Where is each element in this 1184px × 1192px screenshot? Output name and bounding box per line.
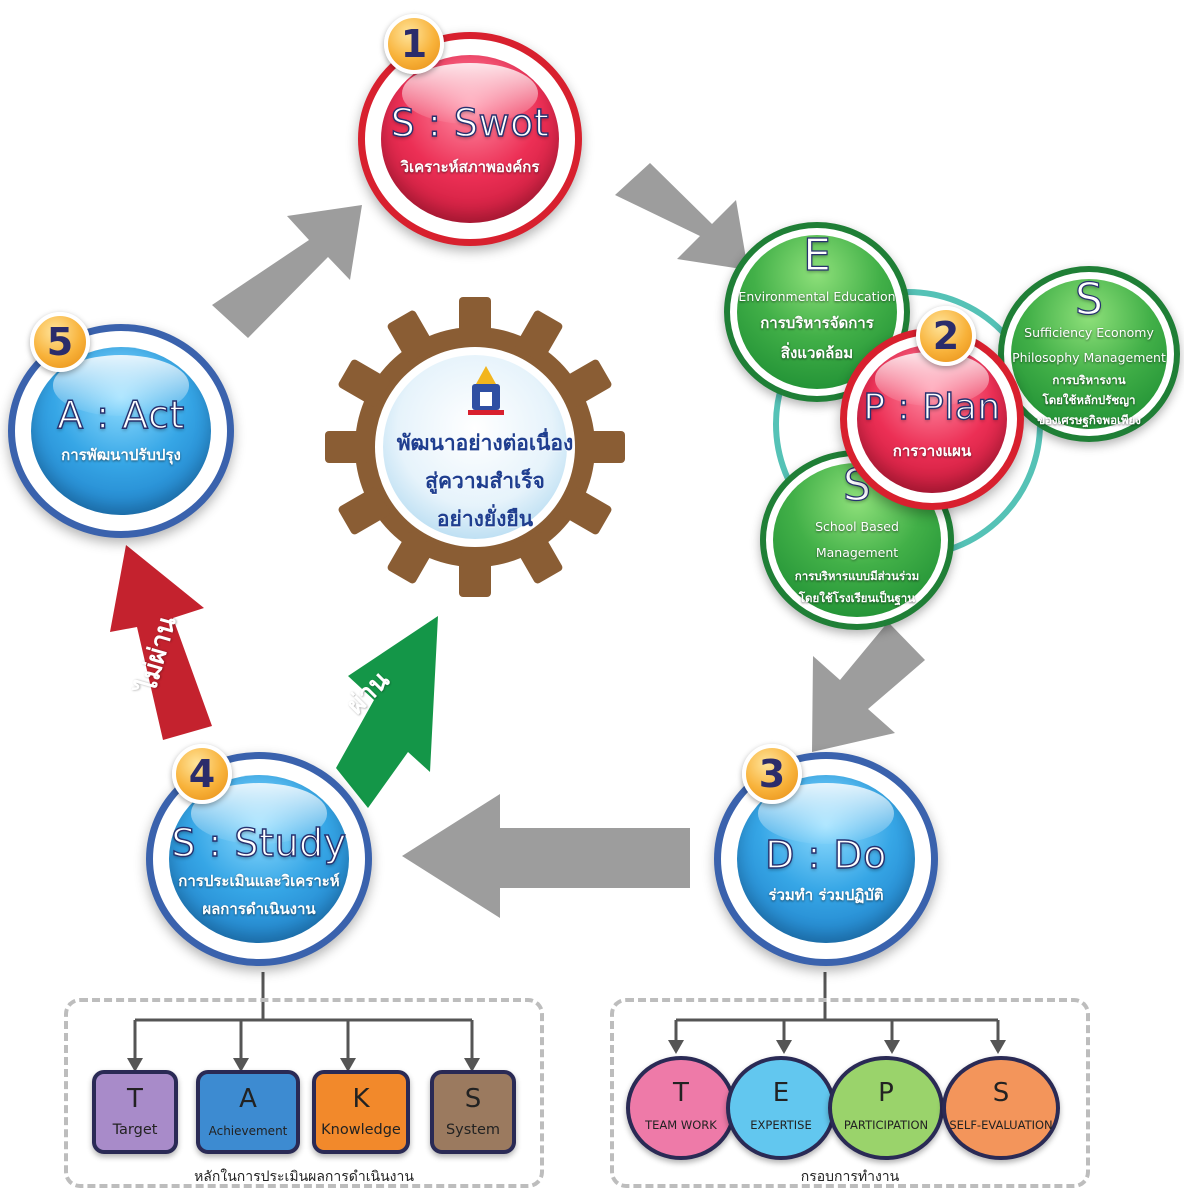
stage-number-5-badge: 5 [30,312,90,372]
gear-center-text: พัฒนาอย่างต่อเนื่อง สู่ความสำเร็จ อย่างย… [375,424,595,538]
stage-plan-subtitle: การวางแผน [892,442,972,460]
teps-participation-letter: P [878,1078,894,1108]
arrow-do-to-study [402,794,690,918]
center-line-2: สู่ความสำเร็จ [425,469,545,493]
arrow-pass [336,616,438,808]
teps-participation-word: PARTICIPATION [843,1118,929,1132]
plan-circle-sufficiency-thai-3: ของเศรษฐกิจพอเพียง [1037,413,1141,427]
stage-study-subtitle-1: การประเมินและวิเคราะห์ [178,872,340,890]
stage-swot-title: S : Swot [390,100,550,145]
teps-teamwork-letter: T [673,1078,689,1108]
plan-circle-e-english: Environmental Education [738,289,896,304]
tasks-caption: หลักในการประเมินผลการดำเนินงาน [194,1169,414,1185]
stage-swot-subtitle: วิเคราะห์สภาพองค์กร [400,158,540,176]
task-achievement-letter: A [239,1084,257,1114]
task-target-word: Target [112,1122,158,1138]
task-connectors [133,972,474,1060]
teps-frame [610,998,1090,1188]
stage-do-ball [737,775,915,943]
arrow-act-to-swot [212,205,362,338]
stage-plan-title: P : Plan [863,386,1001,428]
teps-expertise[interactable]: E EXPERTISE [726,1056,836,1160]
plan-circle-sbm-english-2: Management [815,545,899,560]
task-knowledge-letter: K [352,1084,370,1114]
stage-number-3-badge: 3 [742,744,802,804]
gear-shape [325,297,625,597]
plan-circle-e-thai-2: สิ่งแวดล้อม [780,344,854,362]
stage-study-subtitle-2: ผลการดำเนินงาน [202,900,316,918]
plan-circle-sufficiency-english-2: Philosophy Management [1012,350,1166,365]
task-achievement-word: Achievement [208,1124,288,1138]
task-target[interactable]: T Target [92,1070,178,1154]
teps-teamwork[interactable]: T TEAM WORK [626,1056,736,1160]
teps-self-evaluation-word: SELF-EVALUATION [949,1118,1053,1132]
stage-do-title: D : Do [764,832,887,877]
teps-expertise-letter: E [772,1078,790,1108]
plan-circle-sufficiency-english-1: Sufficiency Economy [1024,325,1154,340]
task-knowledge-word: Knowledge [321,1122,401,1138]
arrow-fail [110,545,212,740]
task-system-word: System [445,1122,501,1138]
plan-circle-sufficiency-ball [1011,279,1167,429]
teps-connectors [674,972,1000,1042]
stage-swot-ball [381,55,559,223]
center-line-3: อย่างยั่งยืน [436,507,534,531]
teps-caption: กรอบการทำงาน [800,1169,900,1185]
center-line-1: พัฒนาอย่างต่อเนื่อง [396,431,574,455]
plan-circle-sufficiency-thai-1: การบริหารงาน [1052,373,1126,387]
task-arrowheads [127,1058,480,1072]
stage-act-title: A : Act [57,392,185,437]
stage-act[interactable]: A : Act การพัฒนาปรับปรุง [8,324,234,538]
school-emblem-icon [468,366,504,415]
tasks-frame [64,998,544,1188]
teps-teamwork-word: TEAM WORK [645,1118,717,1132]
task-knowledge[interactable]: K Knowledge [312,1070,410,1154]
plan-circle-sufficiency-thai-2: โดยใช้หลักปรัชญา [1042,393,1136,407]
task-system-letter: S [464,1084,482,1114]
plan-circle-sbm-thai-2: โดยใช้โรงเรียนเป็นฐาน [798,591,916,605]
stage-study-title: S : Study [171,820,347,865]
stage-number-2-badge: 2 [916,306,976,366]
plan-circle-sbm-english-1: School Based [815,519,899,534]
teps-self-evaluation-letter: S [992,1078,1010,1108]
plan-circle-e-thai-1: การบริหารจัดการ [760,314,874,332]
plan-circle-sufficiency[interactable]: S Sufficiency Economy Philosophy Managem… [998,266,1180,442]
stage-act-subtitle: การพัฒนาปรับปรุง [61,446,181,464]
task-target-letter: T [127,1084,143,1114]
stage-do[interactable]: D : Do ร่วมทำ ร่วมปฏิบัติ [714,752,938,966]
stage-act-ball [31,347,211,515]
plan-circle-sbm-thai-1: การบริหารแบบมีส่วนร่วม [794,569,920,583]
plan-circle-sufficiency-letter: S [1074,273,1103,325]
stage-number-4-badge: 4 [172,744,232,804]
teps-participation[interactable]: P PARTICIPATION [828,1056,944,1160]
plan-circle-e-letter: E [802,229,831,281]
arrow-plan-to-do [812,622,925,752]
stage-do-subtitle: ร่วมทำ ร่วมปฏิบัติ [768,886,884,904]
arrow-swot-to-plan [615,163,748,270]
task-system[interactable]: S System [430,1070,516,1154]
task-achievement[interactable]: A Achievement [196,1070,300,1154]
plan-circle-e[interactable]: E Environmental Education การบริหารจัดกา… [724,222,910,402]
stage-number-1-badge: 1 [384,14,444,74]
stage-study-ball [169,775,349,943]
teps-arrowheads [668,1040,1006,1054]
teps-self-evaluation[interactable]: S SELF-EVALUATION [942,1056,1060,1160]
teps-expertise-word: EXPERTISE [750,1118,812,1132]
